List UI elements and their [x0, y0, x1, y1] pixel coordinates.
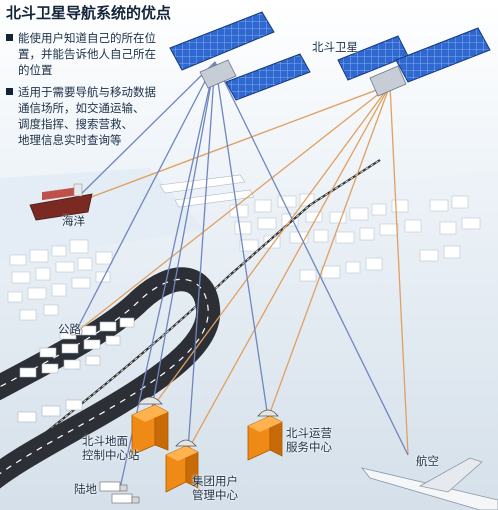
lower-buildings — [17, 317, 135, 423]
ocean-label: 海洋 — [62, 214, 85, 228]
page-title: 北斗卫星导航系统的优点 — [6, 4, 172, 22]
operation-center-line: 服务中心 — [286, 440, 332, 455]
operation-center-label: 北斗运营 服务中心 — [286, 426, 332, 455]
group-user-label: 集团用户 管理中心 — [192, 474, 238, 503]
aviation-label: 航空 — [416, 454, 439, 468]
bullet-square-icon — [6, 34, 13, 41]
bullet-square-icon — [6, 88, 13, 95]
bullet-line: 地理信息实时查询等 — [18, 133, 122, 147]
advantage-item-applications: 适用于需要导航与移动数据 通信场所，如交通运输、 调度指挥、搜索营救、 地理信息… — [6, 84, 156, 148]
signal-links — [69, 61, 409, 489]
ground-station-line: 北斗地面 — [82, 434, 128, 448]
group-user-building — [165, 439, 199, 493]
bullet-line: 调度指挥、搜索营救、 — [18, 117, 133, 131]
land-label: 陆地 — [74, 482, 97, 496]
city-blocks — [7, 193, 481, 321]
ground-control-building — [131, 396, 169, 456]
bullet-line: 适用于需要导航与移动数据 — [18, 85, 156, 99]
bullet-line: 通信场所，如交通运输、 — [18, 101, 145, 115]
bullet-line: 的位置 — [18, 63, 53, 77]
satellite-left — [169, 11, 311, 101]
operation-center-line: 北斗运营 — [286, 426, 332, 440]
car — [69, 327, 83, 336]
airplane — [360, 457, 498, 510]
group-user-line: 管理中心 — [192, 488, 238, 503]
trucks — [99, 481, 140, 504]
road-label: 公路 — [58, 322, 81, 336]
advantage-item-position: 能使用户知道自己的所在位 置，并能告诉他人自己所在 的位置 — [6, 30, 156, 78]
satellite-right — [337, 27, 491, 97]
bullet-line: 置，并能告诉他人自己所在 — [18, 47, 156, 61]
group-user-line: 集团用户 — [192, 474, 238, 488]
cargo-ship — [29, 183, 93, 221]
ground-station-line: 控制中心站 — [82, 448, 140, 463]
ground-station-label: 北斗地面 控制中心站 — [82, 434, 140, 463]
operation-center-building — [247, 409, 283, 461]
satellite-label: 北斗卫星 — [312, 40, 358, 54]
bullet-line: 能使用户知道自己的所在位 — [18, 31, 156, 45]
